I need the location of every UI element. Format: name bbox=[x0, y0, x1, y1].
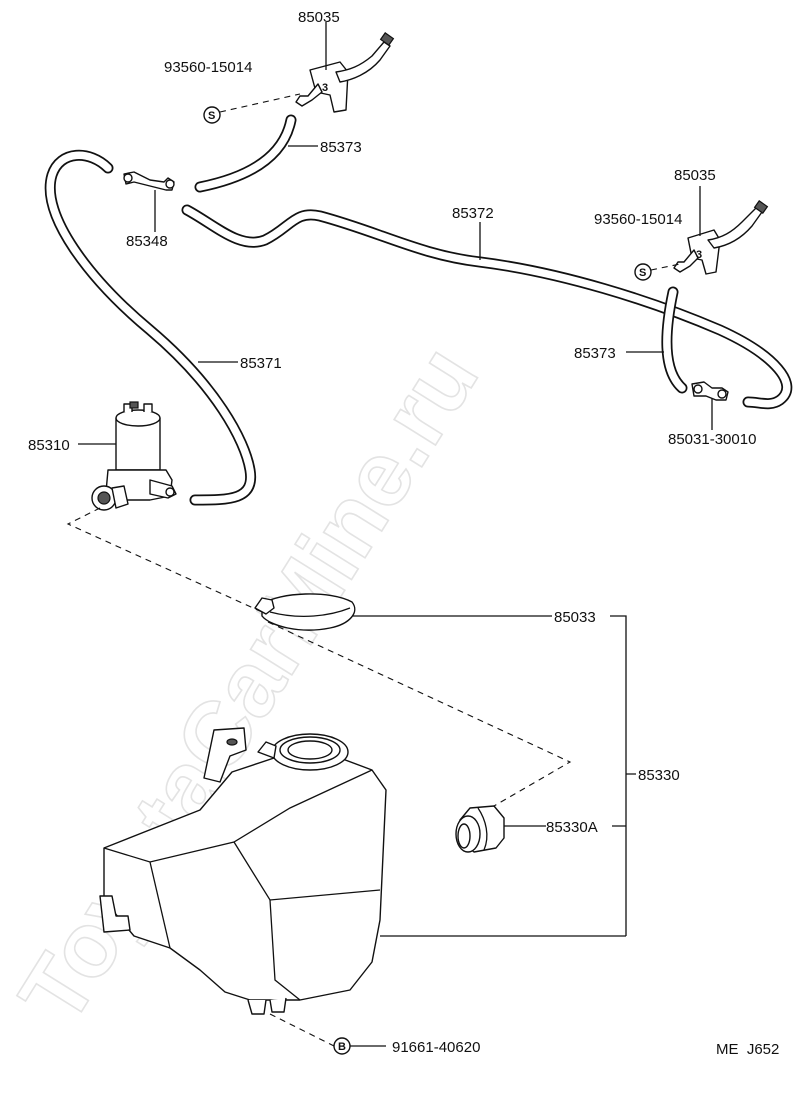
nozzle-85035-top: 3 bbox=[295, 32, 395, 113]
label-85031: 85031-30010 bbox=[668, 431, 756, 448]
hose-85373-top bbox=[194, 114, 297, 193]
label-85348: 85348 bbox=[126, 233, 168, 250]
label-93560-right: 93560-15014 bbox=[594, 211, 682, 228]
label-85035-top: 85035 bbox=[298, 9, 340, 26]
s-symbol: S bbox=[208, 110, 215, 122]
b-symbol: B bbox=[338, 1041, 346, 1053]
grommet-85330A bbox=[455, 805, 505, 853]
diagram-code: ME J652 bbox=[716, 1041, 779, 1058]
connector-85031 bbox=[691, 381, 729, 401]
label-85373-top: 85373 bbox=[320, 139, 362, 156]
reservoir-85330 bbox=[99, 727, 387, 1015]
clip-s-top: S bbox=[203, 106, 221, 124]
label-85330: 85330 bbox=[638, 767, 680, 784]
bolt-b: B bbox=[333, 1037, 351, 1055]
label-85033: 85033 bbox=[554, 609, 596, 626]
label-91661: 91661-40620 bbox=[392, 1039, 480, 1056]
svg-text:3: 3 bbox=[322, 82, 328, 94]
assembly-bracket-85330 bbox=[610, 615, 636, 936]
cap-85033 bbox=[254, 593, 356, 631]
label-85035-right: 85035 bbox=[674, 167, 716, 184]
svg-text:3: 3 bbox=[696, 249, 702, 261]
dash-bolt bbox=[269, 1013, 335, 1047]
nozzle-85035-right: 3 bbox=[673, 200, 769, 275]
connector-85348 bbox=[123, 171, 175, 191]
label-85371: 85371 bbox=[240, 355, 282, 372]
dash-s-top bbox=[219, 93, 301, 113]
clip-s-right: S bbox=[634, 263, 652, 281]
label-85372: 85372 bbox=[452, 205, 494, 222]
dash-cap-to-grommet bbox=[267, 621, 572, 807]
s-symbol: S bbox=[639, 267, 646, 279]
label-85330A: 85330A bbox=[546, 819, 598, 836]
hose-85373-right bbox=[661, 286, 688, 394]
label-85373-right: 85373 bbox=[574, 345, 616, 362]
hose-85372 bbox=[181, 204, 793, 410]
label-85310: 85310 bbox=[28, 437, 70, 454]
dash-pump-to-cap bbox=[66, 507, 263, 613]
label-93560-top: 93560-15014 bbox=[164, 59, 252, 76]
pump-85310 bbox=[91, 401, 177, 511]
dash-s-right bbox=[650, 263, 681, 271]
hose-85371 bbox=[44, 149, 257, 506]
